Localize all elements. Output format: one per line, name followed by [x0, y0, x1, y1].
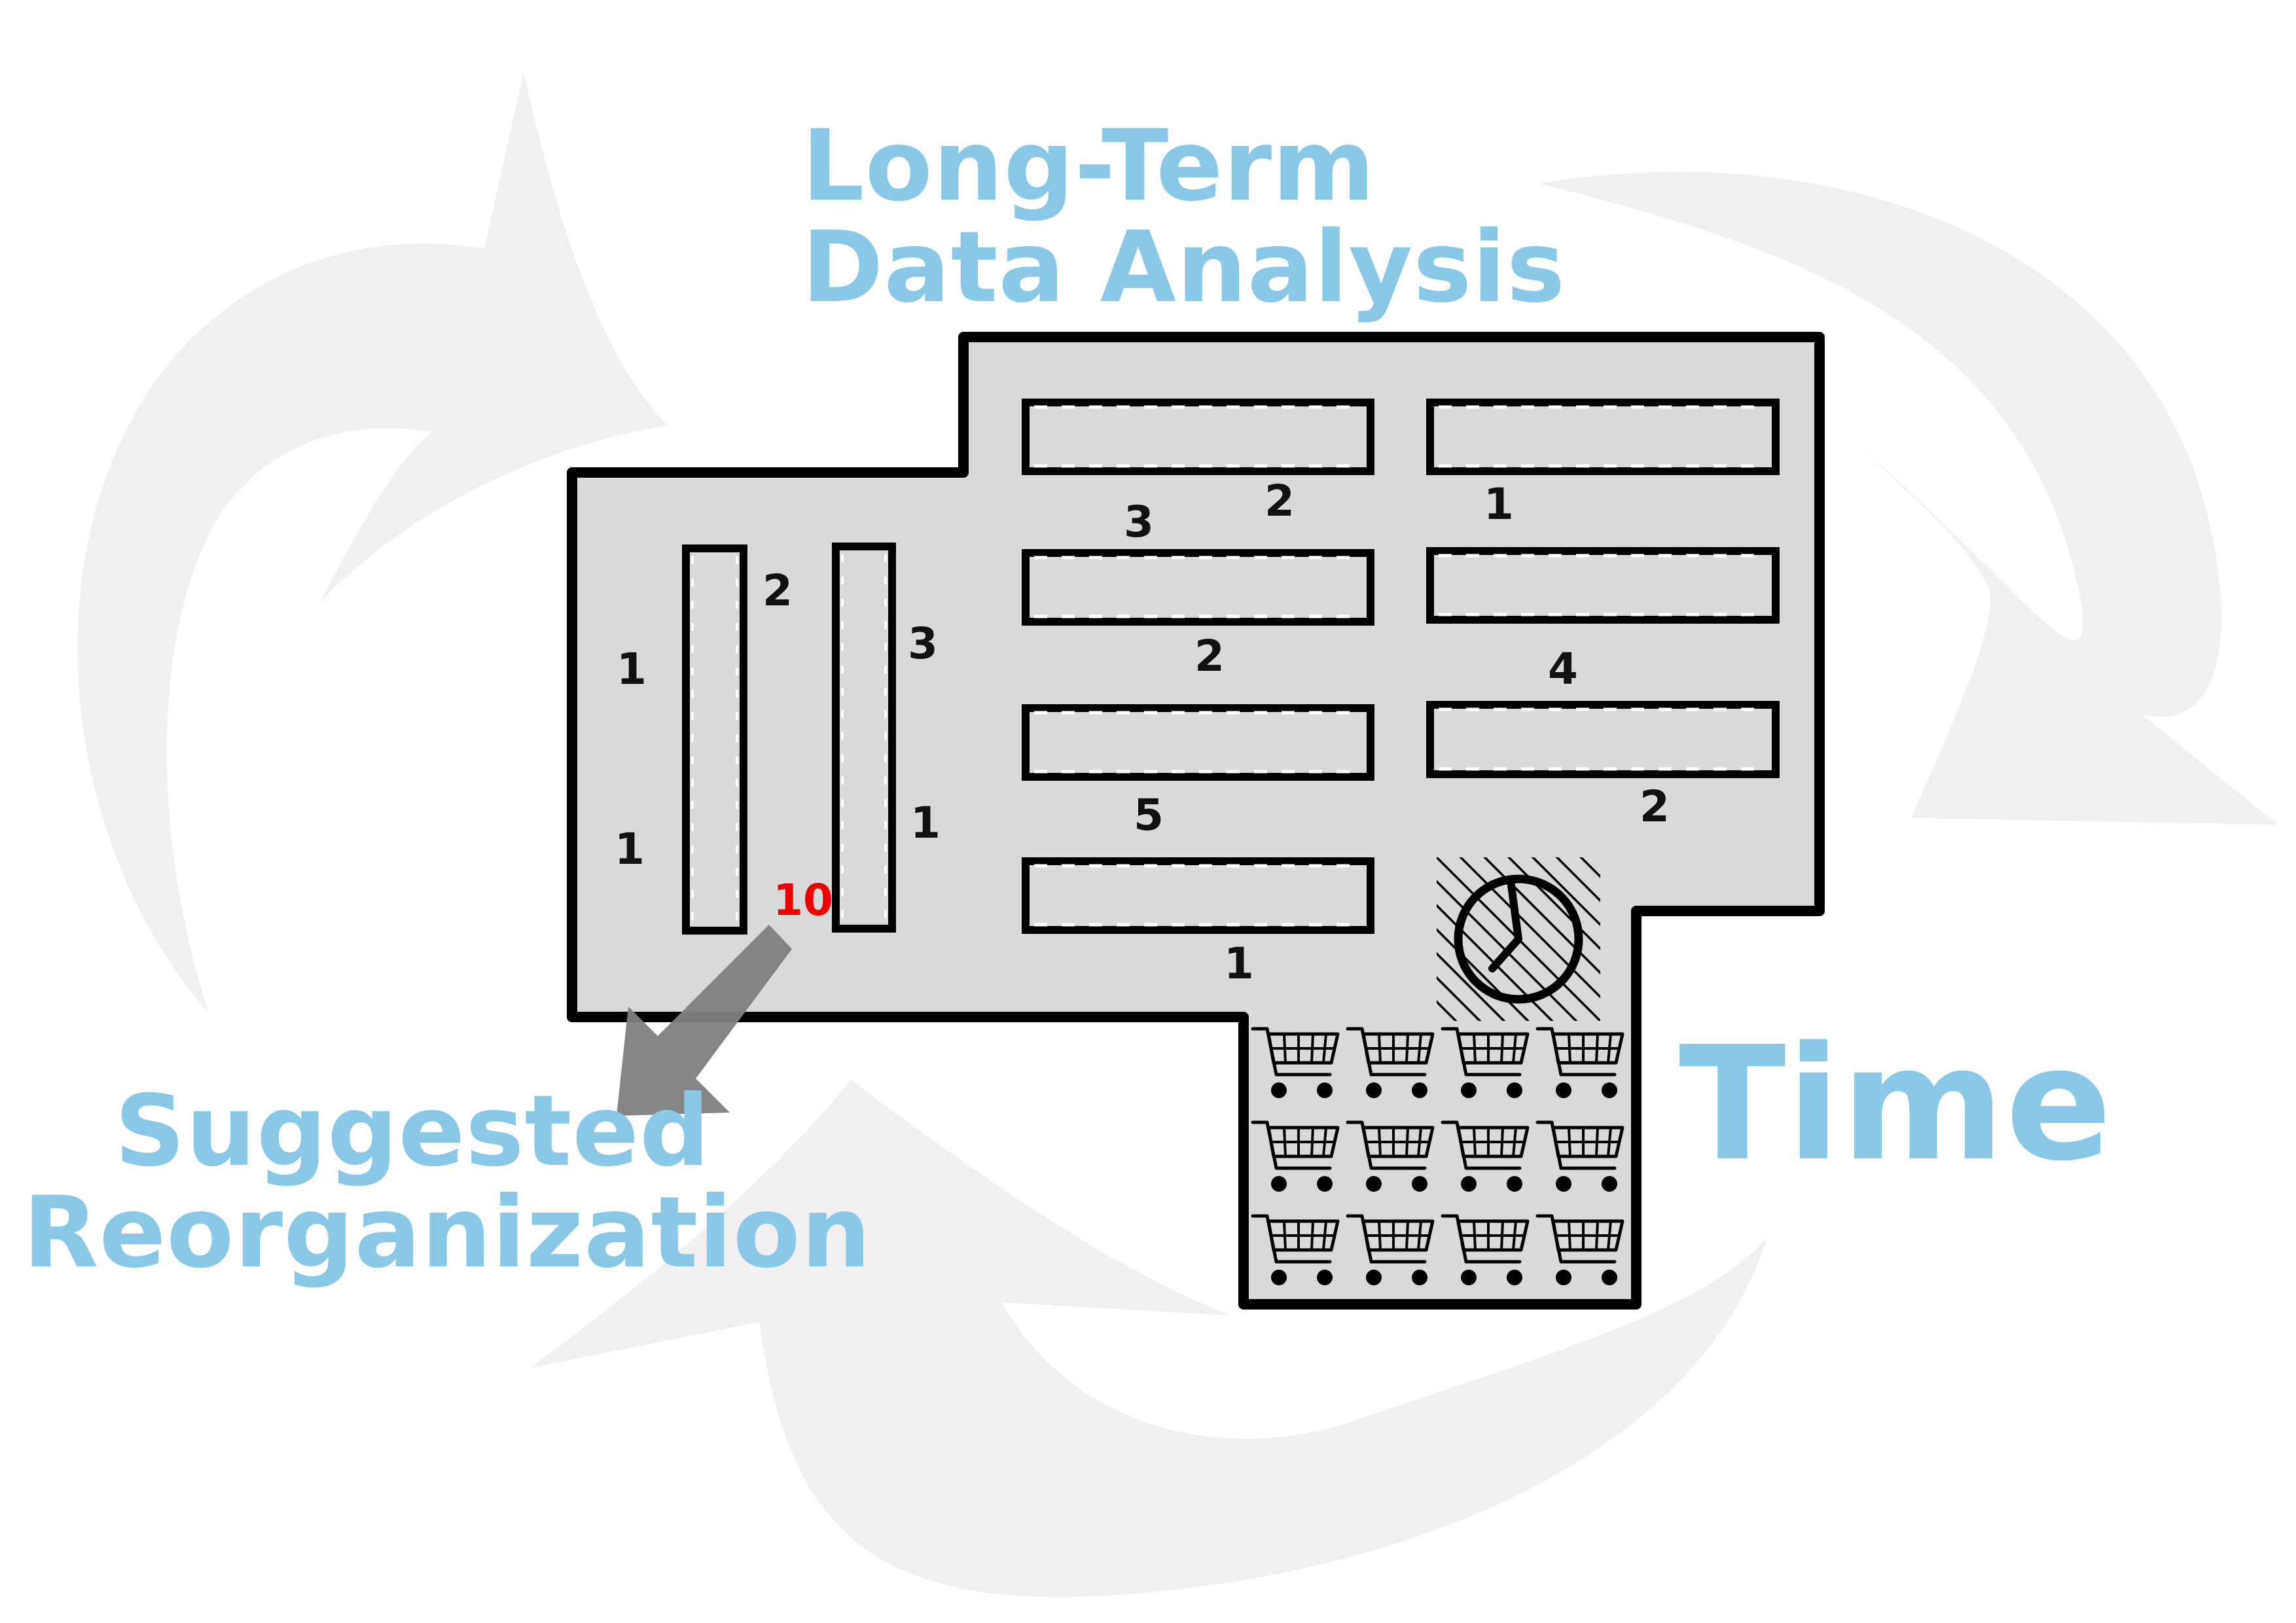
shelf-number: 1	[910, 798, 941, 848]
shelf-a4	[1022, 857, 1374, 934]
shelf-number: 2	[1640, 781, 1670, 832]
cycle-arrow-right-icon	[1538, 171, 2278, 825]
caption-long-term: Long-Term	[802, 109, 1375, 223]
shelf-number: 3	[908, 618, 938, 669]
shelf-number: 5	[1134, 790, 1164, 840]
caption-reorganization: Reorganization	[23, 1176, 872, 1290]
shelf-vertical-2	[832, 543, 896, 933]
shelf-b3	[1426, 701, 1780, 778]
shelf-a2	[1022, 549, 1374, 626]
shelf-a3	[1022, 704, 1374, 781]
caption-data-analysis: Data Analysis	[802, 211, 1566, 325]
shelf-number-highlight: 10	[773, 875, 833, 925]
shelf-a1	[1022, 399, 1374, 475]
shelf-number: 2	[1265, 476, 1295, 526]
shelf-number: 1	[1484, 479, 1514, 529]
shelf-number: 4	[1548, 644, 1578, 694]
diagonal-arrow-icon	[617, 925, 792, 1116]
cycle-arrow-bottom-icon	[530, 1080, 1767, 1597]
caption-time: Time	[1679, 1012, 2113, 1196]
caption-suggested: Suggested	[115, 1075, 710, 1188]
store-floor	[567, 332, 1825, 1310]
shelf-number: 1	[1224, 938, 1254, 989]
shelf-number: 1	[617, 644, 647, 694]
shelf-b2	[1426, 547, 1780, 624]
shelf-vertical-1	[682, 544, 747, 935]
cycle-arrows	[77, 72, 2278, 1597]
cycle-arrow-left-icon	[77, 72, 668, 1014]
shelf-number: 2	[762, 565, 793, 616]
clock-icon	[1454, 874, 1583, 1004]
shelf-b1	[1426, 399, 1780, 475]
shelf-number: 2	[1194, 631, 1225, 681]
shelf-number: 1	[615, 824, 645, 874]
shelf-number: 3	[1124, 497, 1154, 547]
